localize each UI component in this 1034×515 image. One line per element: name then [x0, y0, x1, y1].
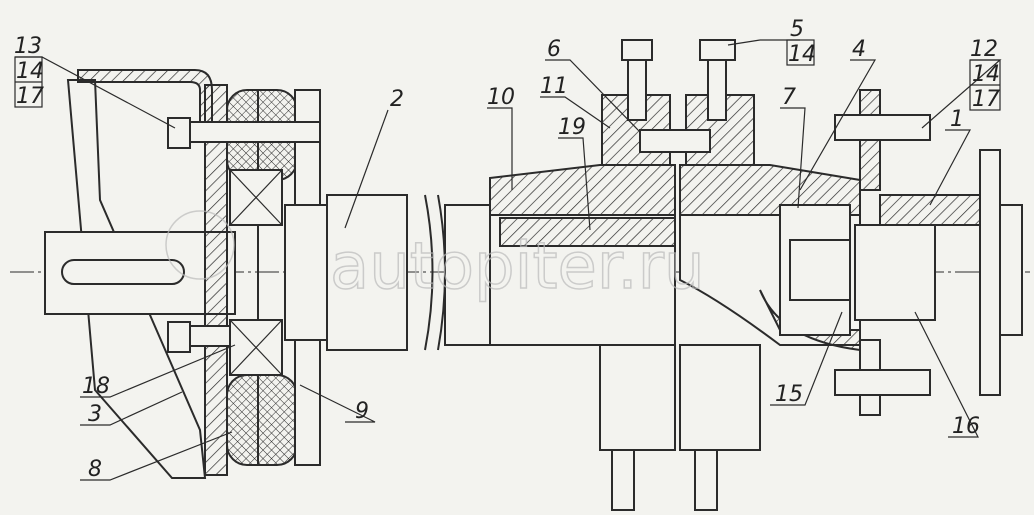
- callout-9: 9: [355, 399, 369, 424]
- callout-11: 11: [540, 74, 568, 99]
- bearing-part-18: [229, 169, 283, 376]
- callout-19: 19: [558, 115, 586, 140]
- callout-1: 1: [950, 107, 964, 132]
- callout-12-14: 14: [972, 62, 1000, 87]
- callout-16: 16: [952, 414, 980, 439]
- callout-8: 8: [88, 457, 102, 482]
- elastic-coupling-parts-8-9: [204, 84, 321, 476]
- callout-15: 15: [775, 382, 803, 407]
- callout-6: 6: [547, 37, 561, 62]
- callout-5: 5: [790, 17, 804, 42]
- callout-boxes: [14, 39, 1001, 111]
- callout-12: 12: [970, 37, 998, 62]
- callout-18: 18: [82, 374, 110, 399]
- callout-13-14: 14: [16, 59, 44, 84]
- callout-4: 4: [852, 37, 866, 62]
- callout-13-17: 17: [16, 84, 44, 109]
- hub-part-10: [489, 164, 676, 451]
- callout-2: 2: [390, 87, 404, 112]
- callout-10: 10: [487, 85, 515, 110]
- callout-13: 13: [14, 34, 42, 59]
- clamp-blocks-6-11: [601, 39, 755, 511]
- watermark: autopiter.ru: [330, 230, 705, 304]
- flange-part-1: [834, 89, 1023, 416]
- callout-labels: 13 14 17 2 10 19 6 11 5 14 4 7 12 14 17 …: [14, 17, 1000, 482]
- callout-3: 3: [88, 402, 102, 427]
- callout-12-17: 17: [972, 87, 1000, 112]
- input-shaft: [44, 231, 236, 315]
- shaft-part-2: [284, 194, 491, 351]
- nuts-parts-7-15-16: [779, 204, 936, 336]
- bolt-part-13: [167, 117, 321, 353]
- watermark-logo-icon: [165, 210, 235, 280]
- callout-7: 7: [782, 85, 796, 110]
- callout-5-14: 14: [788, 42, 816, 67]
